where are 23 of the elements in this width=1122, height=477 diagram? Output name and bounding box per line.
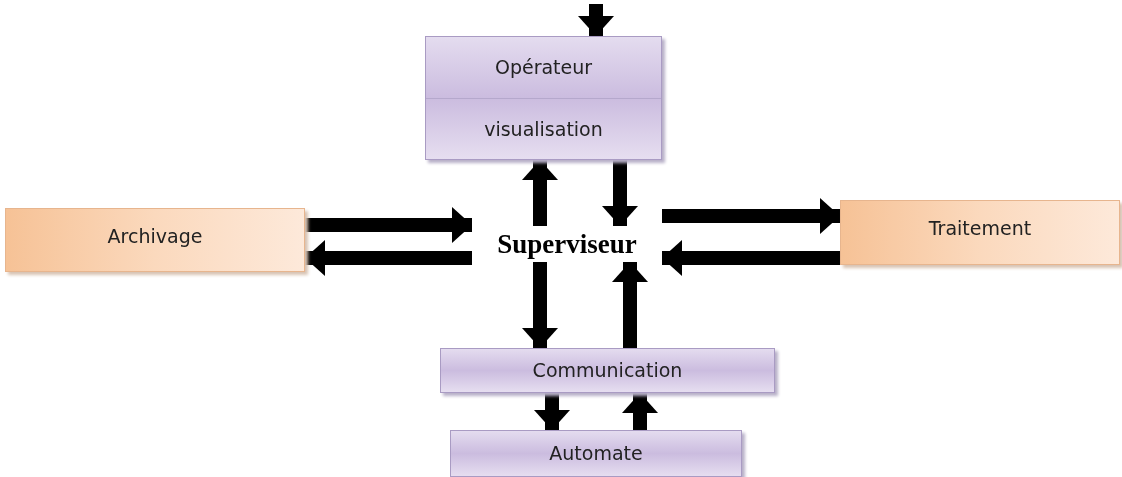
block-arrow [662, 240, 840, 276]
block-arrow [622, 393, 658, 430]
box-label: Traitement [927, 216, 1033, 242]
block-arrow [578, 4, 614, 36]
block-arrow [612, 262, 648, 348]
block-arrow [662, 198, 840, 234]
supervisor-label: Superviseur [472, 226, 662, 262]
block-arrow [305, 240, 472, 276]
box-label: Communication [531, 358, 684, 384]
box-label: Opérateur [426, 37, 661, 99]
process-box [450, 430, 742, 477]
block-arrow [602, 160, 638, 226]
process-box [425, 36, 662, 160]
process-box [5, 208, 305, 272]
process-box [440, 348, 775, 393]
box-label: visualisation [483, 116, 604, 142]
block-arrow [522, 262, 558, 348]
box-label: Archivage [106, 223, 204, 249]
block-arrow [522, 160, 558, 226]
process-box [840, 200, 1120, 265]
block-arrow [534, 393, 570, 430]
box-label: Automate [548, 441, 644, 467]
block-arrow [305, 207, 472, 243]
